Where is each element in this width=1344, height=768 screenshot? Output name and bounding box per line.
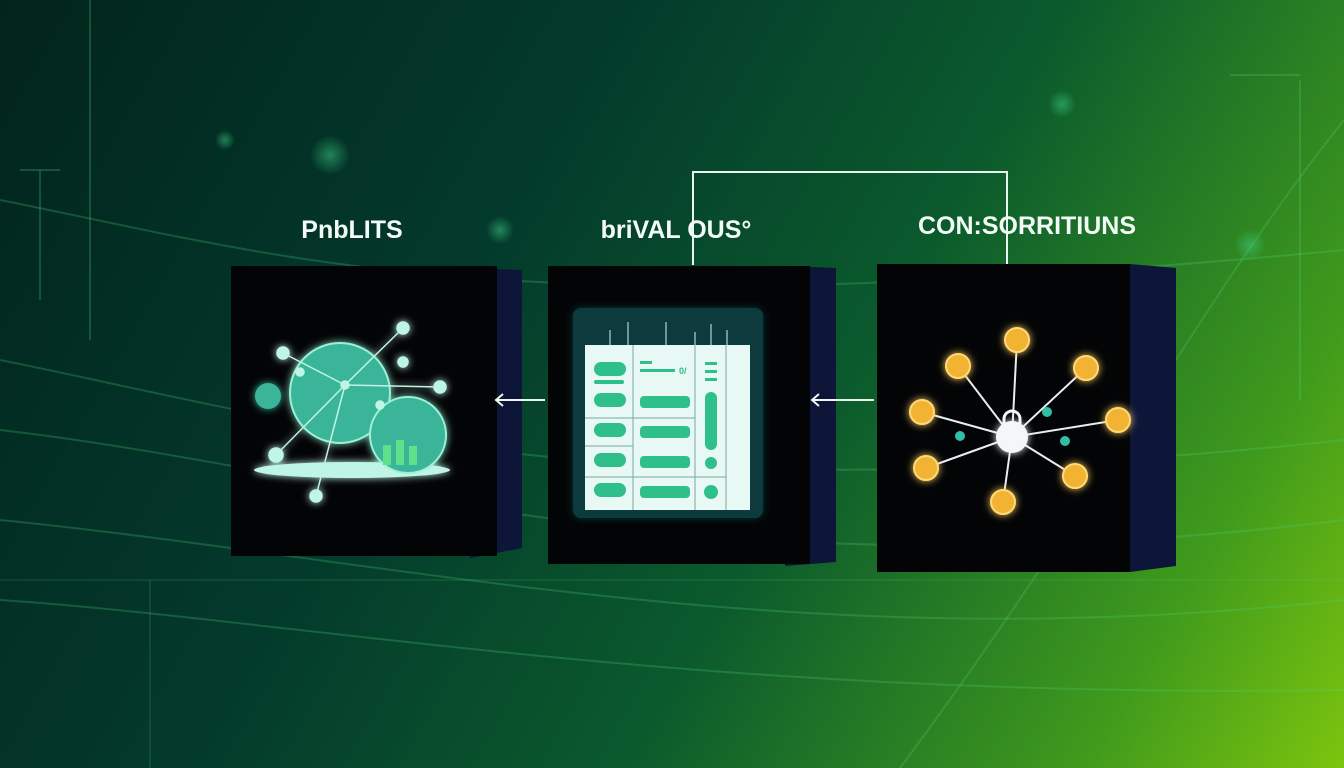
connector-line	[692, 171, 1008, 265]
box-right	[877, 264, 1176, 572]
arrow-left-icon	[810, 393, 874, 407]
server-rack-icon: 0/	[585, 322, 750, 510]
label-left: PnbLITS	[301, 216, 402, 244]
box-left	[231, 266, 522, 558]
server-panel-text: 0/	[679, 366, 687, 376]
network-cloud-icon	[254, 321, 450, 503]
lock-network-icon	[909, 327, 1131, 515]
label-middle: briVAL OUS°	[601, 216, 752, 244]
arrow-left-icon	[494, 393, 545, 407]
label-right: CON:SORRITIUNS	[918, 212, 1136, 240]
box-middle: 0/	[548, 266, 836, 566]
background-bokeh	[215, 90, 1266, 261]
